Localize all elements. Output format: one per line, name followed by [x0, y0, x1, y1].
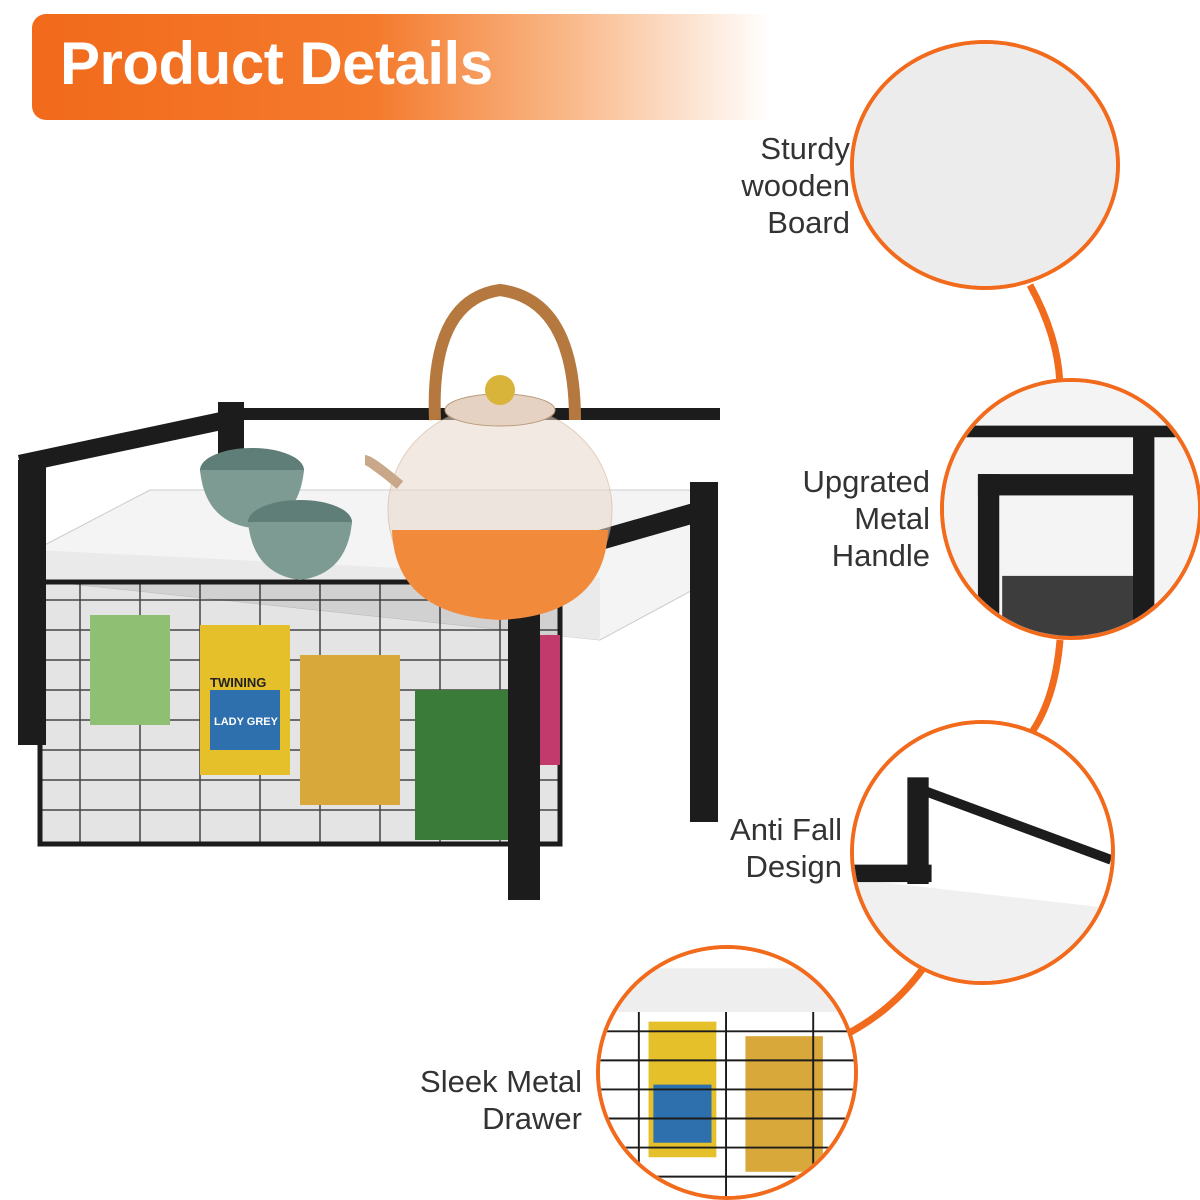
tea-cups	[200, 448, 352, 580]
glass-kettle	[363, 283, 613, 620]
packet-name: LADY GREY	[214, 716, 279, 728]
anti-fall-rail-closeup-icon	[850, 720, 1115, 985]
metal-handle-closeup-icon	[940, 378, 1200, 640]
metal-drawer-closeup-icon	[596, 945, 858, 1200]
packet-brand: TWINING	[210, 675, 266, 690]
header-banner	[32, 14, 932, 120]
feature-label-wooden-board: Sturdy wooden Board	[741, 131, 850, 240]
wooden-board-closeup-icon	[850, 40, 1120, 290]
feature-label-metal-handle: Upgrated Metal Handle	[802, 464, 930, 573]
feature-label-metal-drawer: Sleek Metal Drawer	[420, 1064, 582, 1136]
feature-label-anti-fall: Anti Fall Design	[730, 812, 842, 884]
page-title: Product Details	[60, 30, 493, 97]
product-illustration: TWINING LADY GREY	[18, 283, 720, 900]
